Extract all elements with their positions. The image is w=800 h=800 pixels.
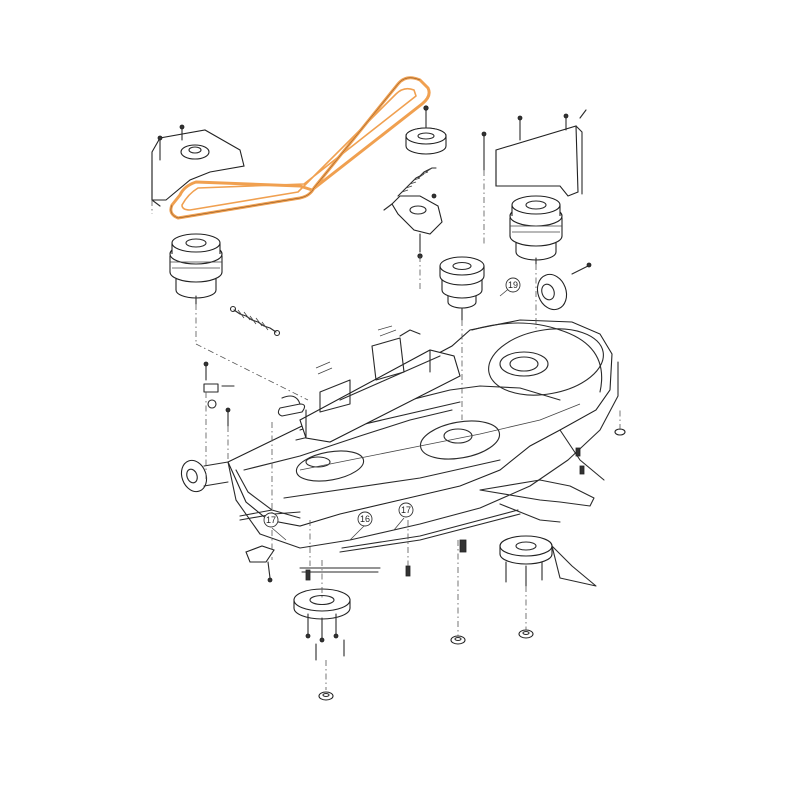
left-anti-scalp-roller bbox=[180, 459, 229, 493]
tension-spring bbox=[229, 305, 281, 337]
callout-16-label: 16 bbox=[360, 514, 370, 524]
left-side-hardware bbox=[203, 361, 301, 427]
callout-16: 16 bbox=[349, 511, 373, 541]
left-spindle-assembly bbox=[169, 233, 223, 305]
callout-17-right: 17 bbox=[393, 502, 414, 531]
deck-bracket-left bbox=[245, 545, 275, 583]
idler-arm bbox=[383, 193, 443, 259]
assembly-guide-lines bbox=[151, 170, 621, 690]
right-spindle-assembly bbox=[509, 195, 563, 265]
callout-19-label: 19 bbox=[508, 280, 518, 290]
deck-baffle-rods bbox=[239, 479, 595, 573]
drive-belt bbox=[169, 76, 431, 220]
left-idler-bracket bbox=[151, 124, 245, 207]
callout-17-right-label: 17 bbox=[401, 505, 411, 515]
right-anti-scalp-roller bbox=[536, 262, 592, 311]
callout-17-left-label: 17 bbox=[266, 515, 276, 525]
idler-spring-top bbox=[397, 167, 437, 197]
callout-19: 19 bbox=[499, 277, 521, 297]
front-left-gauge-wheel bbox=[293, 588, 351, 661]
hardware-nuts bbox=[305, 428, 626, 701]
right-belt-guard-bracket bbox=[481, 109, 587, 197]
center-idler-pulley bbox=[405, 105, 447, 155]
callout-17-left: 17 bbox=[263, 512, 287, 541]
front-right-gauge-wheel bbox=[499, 535, 597, 587]
center-spindle-assembly bbox=[439, 256, 485, 321]
deck-center-channel bbox=[277, 325, 461, 443]
